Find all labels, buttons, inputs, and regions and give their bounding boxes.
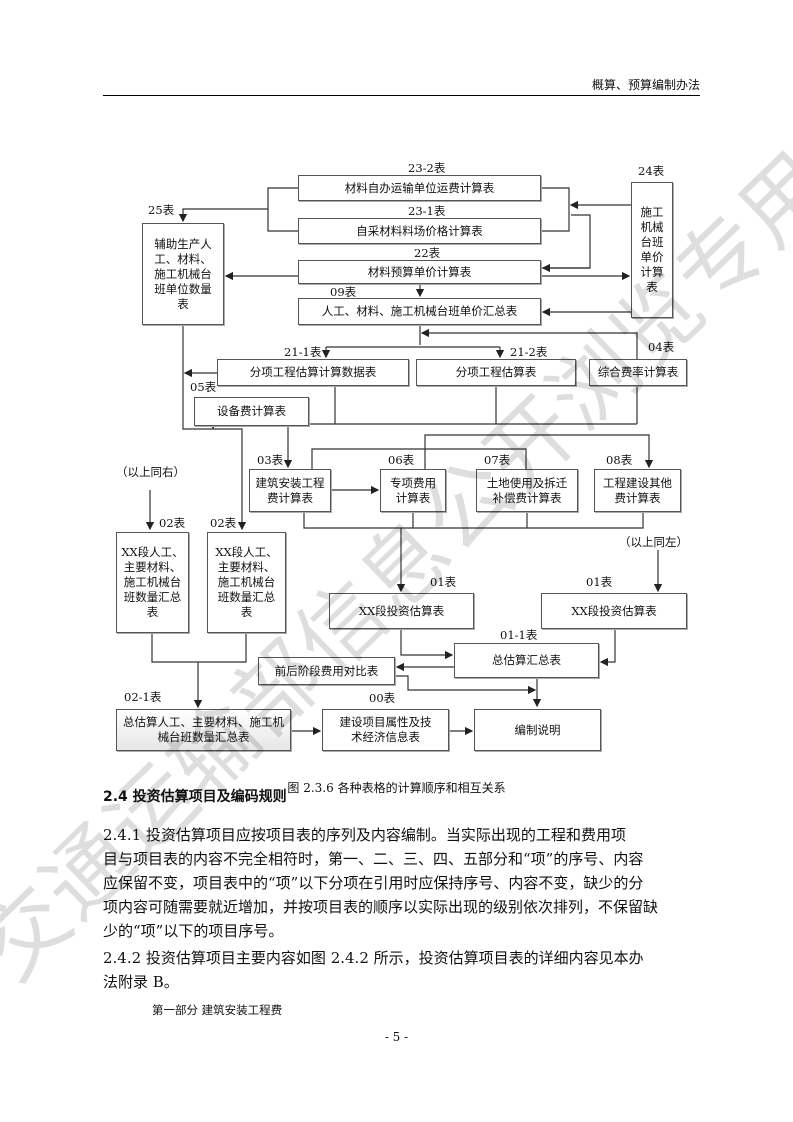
label-02b: 02表	[210, 516, 237, 530]
box-01b: XX段投资估算表	[541, 593, 687, 629]
box-08: 工程建设其他费计算表	[594, 469, 681, 512]
header-rule	[103, 95, 700, 96]
running-header: 概算、预算编制办法	[591, 78, 700, 92]
text-line: 项内容可随需要就近增加，并按项目表的顺序以实际出现的级别依次排列，不保留缺	[103, 898, 659, 916]
box-23-1: 自采材料料场价格计算表	[298, 218, 541, 244]
box-06: 专项费用计算表	[380, 469, 446, 512]
text-line: 目与项目表的内容不完全相符时，第一、二、三、四、五部分和“项”的序号、内容	[103, 850, 644, 868]
box-04: 综合费率计算表	[589, 359, 687, 386]
label-21-2: 21-2表	[510, 345, 548, 359]
box-stage-comparison: 前后阶段费用对比表	[258, 657, 395, 685]
box-02a: XX段人工、主要材料、施工机械台班数量汇总表	[116, 532, 189, 633]
label-02-1: 02-1表	[124, 690, 162, 704]
box-00: 建设项目属性及技术经济信息表	[322, 709, 449, 751]
label-02a: 02表	[159, 516, 186, 530]
box-09: 人工、材料、施工机械台班单价汇总表	[298, 298, 541, 325]
label-03: 03表	[257, 453, 284, 467]
box-02b: XX段人工、主要材料、施工机械台班数量汇总表	[207, 532, 286, 633]
page-number: - 5 -	[384, 1030, 409, 1044]
paragraph-2-4-2: 2.4.2 投资估算项目主要内容如图 2.4.2 所示，投资估算项目表的详细内容…	[103, 946, 703, 994]
box-25: 辅助生产人工、材料、施工机械台班单位数量表	[142, 223, 224, 325]
box-23-2: 材料自办运输单位运费计算表	[298, 175, 541, 201]
label-09: 09表	[330, 285, 357, 299]
label-07: 07表	[484, 453, 511, 467]
label-01b: 01表	[586, 575, 613, 589]
box-22: 材料预算单价计算表	[298, 260, 541, 284]
label-01-1: 01-1表	[500, 628, 538, 642]
part-one-label: 第一部分 建筑安装工程费	[152, 1003, 283, 1017]
label-06: 06表	[388, 453, 415, 467]
label-23-1: 23-1表	[408, 204, 446, 218]
label-25: 25表	[148, 203, 175, 217]
label-21-1: 21-1表	[284, 345, 322, 359]
box-21-1: 分项工程估算计算数据表	[217, 359, 409, 386]
box-01-1: 总估算汇总表	[454, 643, 599, 678]
box-05: 设备费计算表	[194, 397, 309, 426]
box-01a: XX段投资估算表	[329, 593, 474, 629]
label-04: 04表	[648, 340, 675, 354]
label-08: 08表	[606, 453, 633, 467]
text-line: 少的“项”以下的项目序号。	[103, 922, 284, 940]
label-22: 22表	[414, 246, 441, 260]
text-line: 2.4.1 投资估算项目应按项目表的序列及内容编制。当实际出现的工程和费用项	[103, 826, 626, 844]
text-line: 应保留不变，项目表中的“项”以下分项在引用时应保持序号、内容不变，缺少的分	[103, 874, 644, 892]
box-03: 建筑安装工程费计算表	[249, 469, 331, 512]
box-02-1: 总估算人工、主要材料、施工机械台班数量汇总表	[116, 709, 291, 751]
box-21-2: 分项工程估算表	[416, 359, 576, 386]
label-00: 00表	[369, 691, 396, 705]
box-24: 施工机械台班单价计算表	[631, 182, 673, 318]
label-01a: 01表	[430, 575, 457, 589]
box-07: 土地使用及拆迁补偿费计算表	[476, 469, 578, 512]
label-24: 24表	[638, 164, 665, 178]
label-23-2: 23-2表	[408, 161, 446, 175]
paragraph-2-4-1: 2.4.1 投资估算项目应按项目表的序列及内容编制。当实际出现的工程和费用项 目…	[103, 823, 703, 943]
label-05: 05表	[190, 380, 217, 394]
figure-caption: 图 2.3.6 各种表格的计算顺序和相互关系	[287, 781, 506, 795]
box-compilation-notes: 编制说明	[474, 709, 601, 751]
text-line: 法附录 B。	[103, 973, 179, 991]
text-line: 2.4.2 投资估算项目主要内容如图 2.4.2 所示，投资估算项目表的详细内容…	[103, 949, 644, 967]
same-as-left-note: （以上同左）	[619, 535, 688, 549]
section-heading: 2.4 投资估算项目及编码规则	[103, 789, 287, 805]
same-as-right-note: （以上同右）	[116, 465, 185, 479]
